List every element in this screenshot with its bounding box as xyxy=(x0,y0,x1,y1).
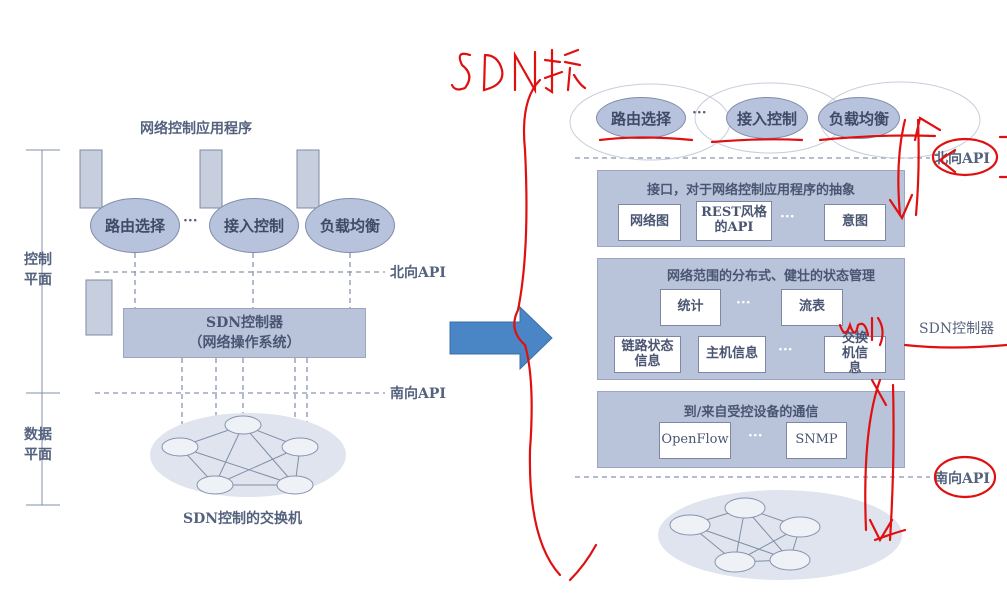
item-statistics: 统计 xyxy=(660,289,721,326)
server-icons xyxy=(79,149,320,336)
item-switch-info: 交换机信息 xyxy=(824,331,886,376)
brace-curve xyxy=(513,78,598,582)
app-routing: 路由选择 xyxy=(90,198,180,253)
layer-title: 到/来自受控设备的通信 xyxy=(683,405,819,420)
item-flow-table: 流表 xyxy=(781,289,843,326)
handwriting-sdn xyxy=(450,48,587,95)
app-access-control: 接入控制 xyxy=(209,198,299,253)
northbound-api-label: 北向API xyxy=(390,265,446,281)
arrow-southbound xyxy=(864,378,907,543)
layer-state-management: 网络范围的分布式、健壮的状态管理 统计 ··· 流表 链路状态信息 主机信息 ·… xyxy=(597,258,905,380)
scribble xyxy=(838,316,884,347)
southbound-api-label: 南向API xyxy=(390,386,446,402)
control-plane-label: 控制平面 xyxy=(24,252,52,288)
right-app-routing: 路由选择 xyxy=(596,97,686,139)
circle-northbound xyxy=(931,137,999,177)
item-rest-api: REST风格的API xyxy=(696,201,772,241)
item-network-graph: 网络图 xyxy=(618,204,681,241)
app-load-balance: 负载均衡 xyxy=(305,198,395,253)
left-switch-network xyxy=(150,413,346,497)
controller-subtitle: （网络操作系统） xyxy=(188,335,301,351)
layer-title: 网络范围的分布式、健壮的状态管理 xyxy=(666,269,875,284)
ellipsis: ··· xyxy=(780,209,795,225)
right-app-load-balance: 负载均衡 xyxy=(818,97,900,139)
right-southbound-api-label: 南向API xyxy=(934,471,990,487)
ellipsis: ··· xyxy=(183,213,198,229)
item-openflow: OpenFlow xyxy=(659,422,731,459)
item-intent: 意图 xyxy=(824,204,886,241)
item-link-state: 链路状态信息 xyxy=(614,336,681,373)
layer-title: 接口，对于网络控制应用程序的抽象 xyxy=(646,183,855,198)
item-snmp: SNMP xyxy=(786,422,847,459)
ellipsis: ··· xyxy=(778,342,793,358)
item-host-info: 主机信息 xyxy=(698,336,766,373)
layer-device-communication: 到/来自受控设备的通信 OpenFlow ··· SNMP xyxy=(597,391,905,468)
right-app-access-control: 接入控制 xyxy=(726,97,808,139)
sdn-controller-box: SDN控制器 （网络操作系统） xyxy=(123,308,366,358)
controller-title: SDN控制器 xyxy=(205,315,284,331)
brace-controller xyxy=(903,343,1007,349)
layer-interface-abstraction: 接口，对于网络控制应用程序的抽象 网络图 REST风格的API ··· 意图 xyxy=(597,170,905,247)
ellipsis: ··· xyxy=(692,105,707,121)
switches-caption: SDN控制的交换机 xyxy=(183,511,303,527)
right-switch-network xyxy=(658,490,902,580)
ellipsis: ··· xyxy=(748,428,763,444)
circle-southbound xyxy=(933,455,997,499)
data-plane-label: 数据平面 xyxy=(24,427,52,463)
sdn-controller-label: SDN控制器 xyxy=(919,321,995,337)
ellipsis: ··· xyxy=(736,295,751,311)
apps-title: 网络控制应用程序 xyxy=(140,121,252,137)
arrow-up-down xyxy=(888,116,942,221)
